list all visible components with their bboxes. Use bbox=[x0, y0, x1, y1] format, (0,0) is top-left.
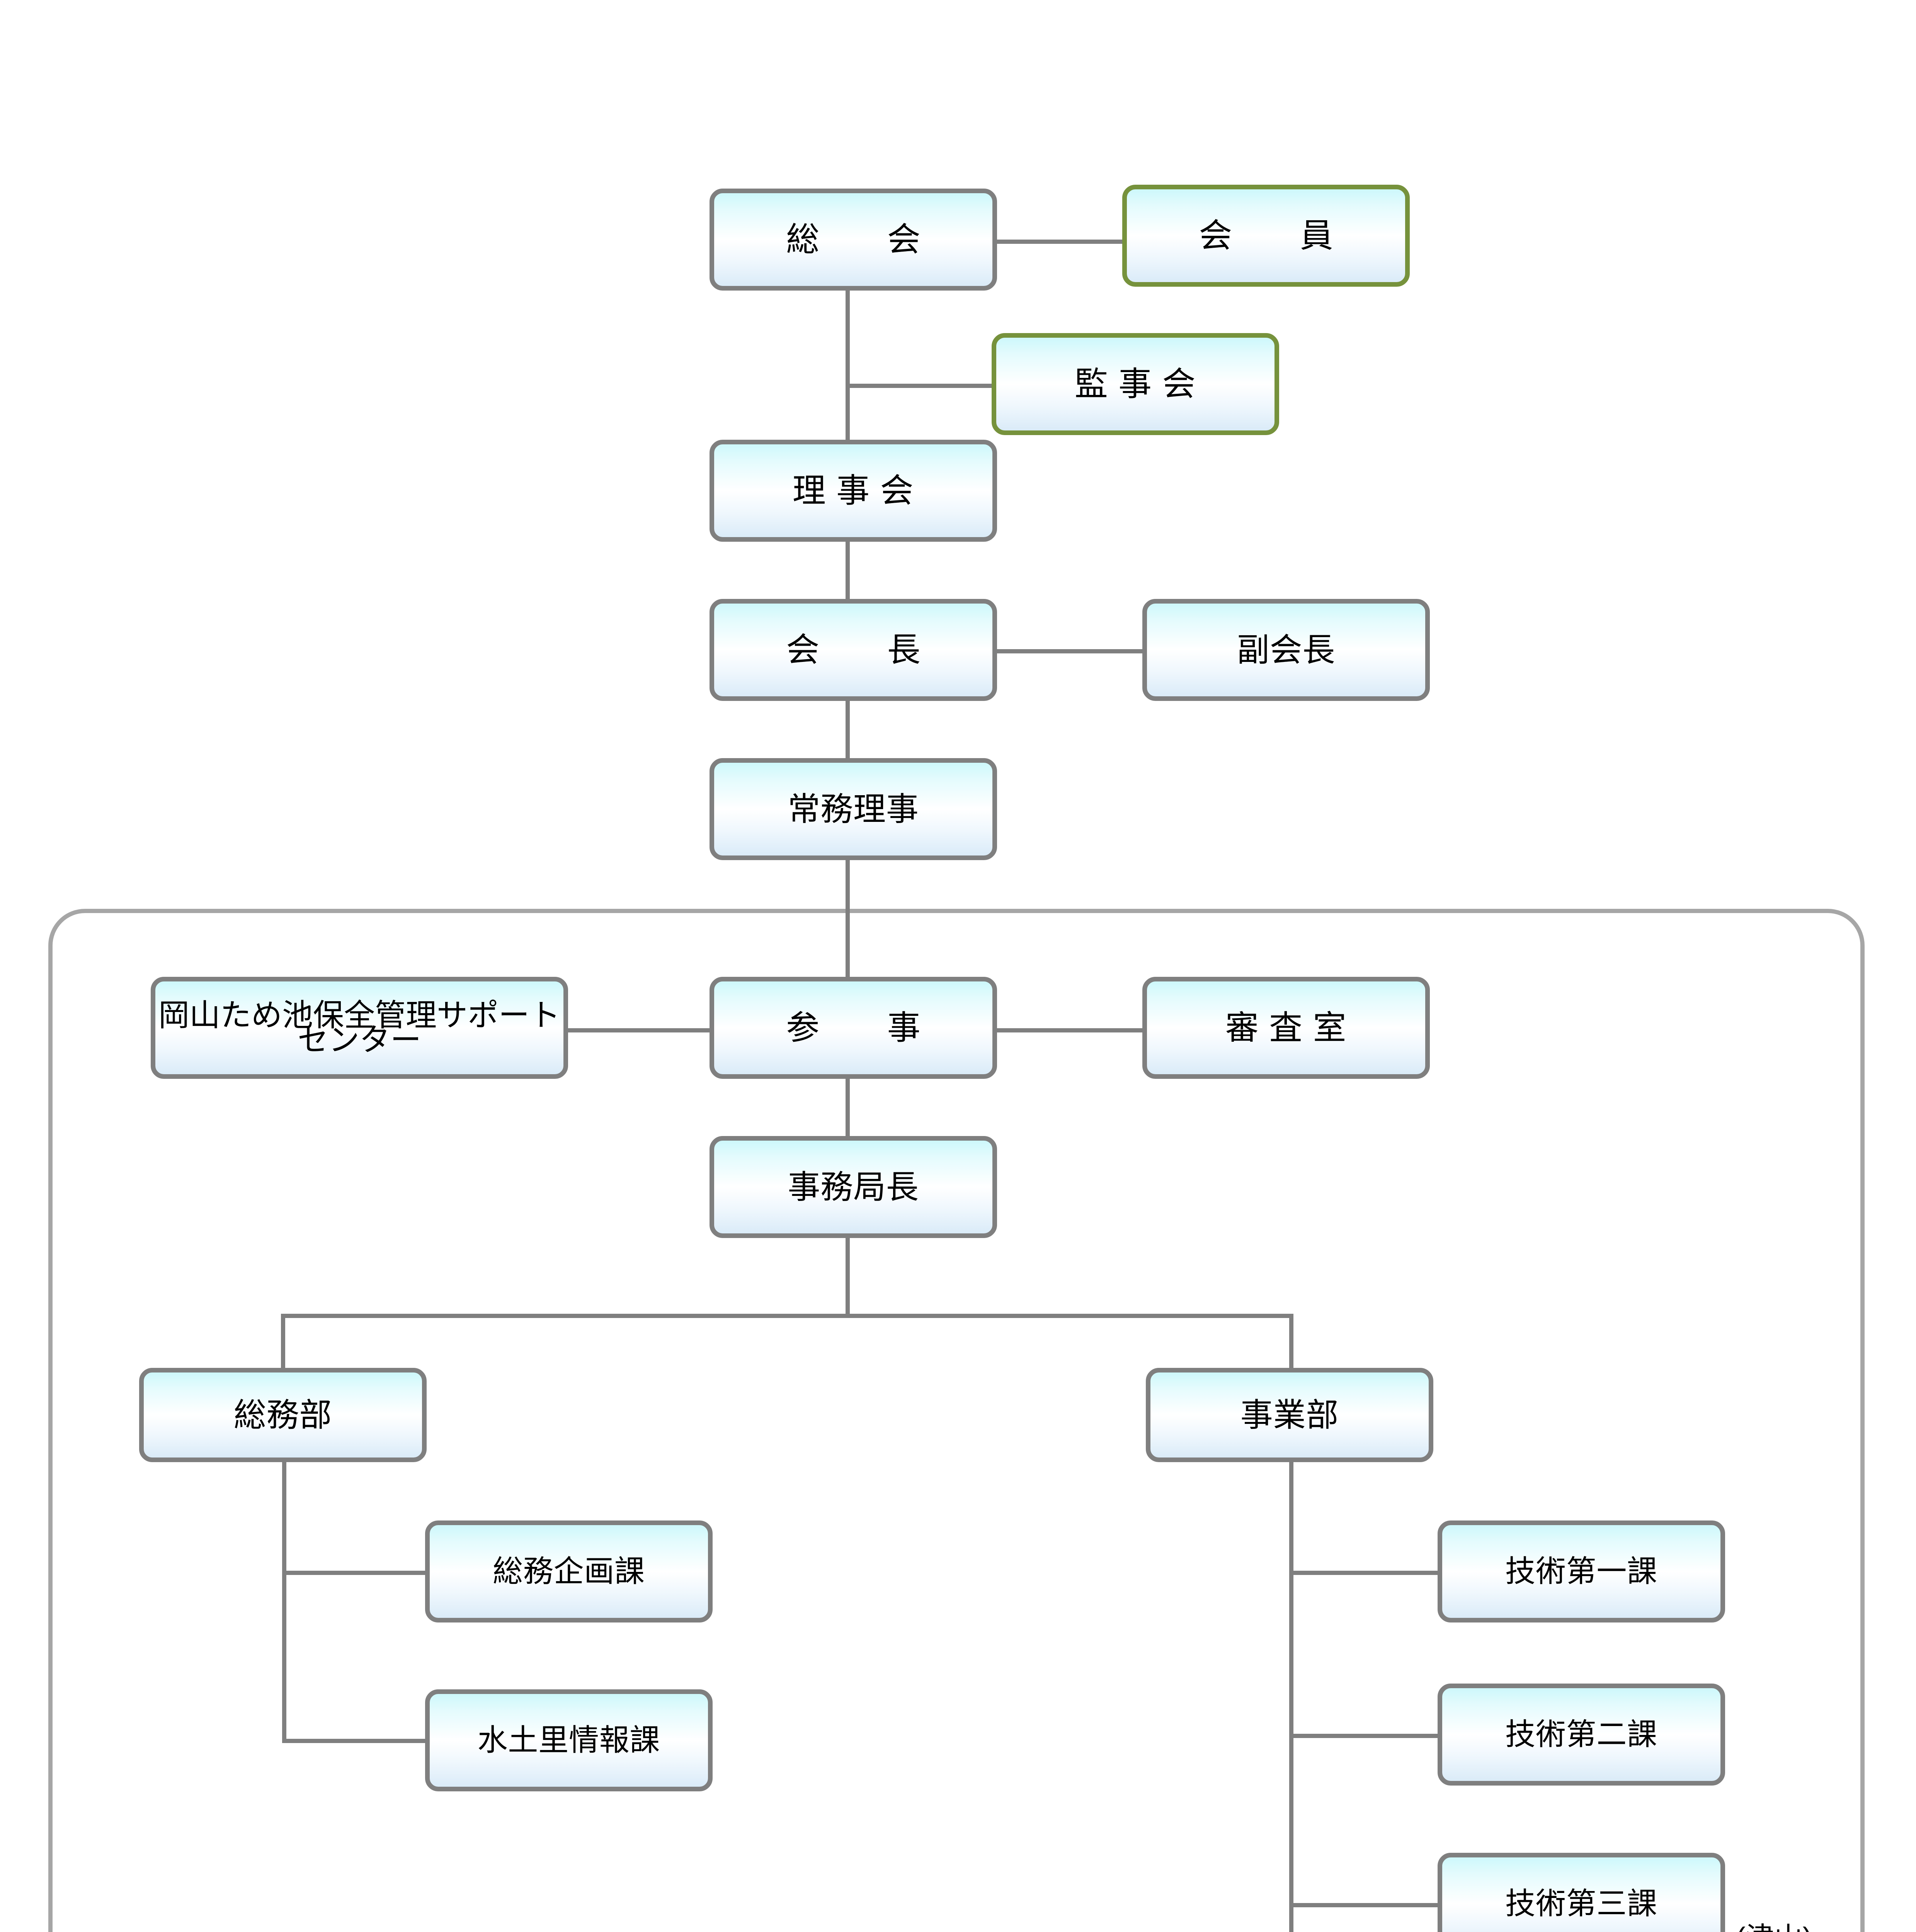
node-technical-div-2-label: 技術第二課 bbox=[1505, 1717, 1657, 1752]
node-board-of-directors-label: 理 事 会 bbox=[792, 472, 914, 509]
connector-counselor-to-examination-office bbox=[996, 1028, 1143, 1032]
node-vice-president[interactable]: 副会長 bbox=[1142, 599, 1430, 701]
node-president[interactable]: 会 長 bbox=[710, 599, 997, 701]
connector-counselor-to-secretary-general bbox=[846, 1078, 850, 1148]
connector-assembly-down bbox=[846, 289, 850, 451]
node-technical-div-3-label: 技術第三課 bbox=[1505, 1886, 1657, 1921]
node-president-label: 会 長 bbox=[786, 631, 938, 668]
connector-president-to-managing-director bbox=[846, 699, 850, 769]
connector-bus-to-general-affairs-dept bbox=[281, 1314, 285, 1372]
node-members-label: 会 員 bbox=[1199, 217, 1351, 254]
node-mizudori-information-div-label: 水土里情報課 bbox=[477, 1723, 660, 1757]
node-general-affairs-dept-label: 総務部 bbox=[233, 1396, 332, 1433]
node-board-of-directors[interactable]: 理 事 会 bbox=[710, 440, 997, 542]
node-secretary-general[interactable]: 事務局長 bbox=[710, 1136, 997, 1238]
node-general-affairs-dept[interactable]: 総務部 bbox=[139, 1368, 427, 1462]
node-vice-president-label: 副会長 bbox=[1237, 631, 1336, 668]
node-counselor[interactable]: 参 事 bbox=[710, 977, 997, 1079]
node-technical-div-1[interactable]: 技術第一課 bbox=[1438, 1520, 1725, 1622]
connector-secretary-general-down bbox=[846, 1236, 850, 1318]
connector-general-affairs-spine bbox=[282, 1461, 286, 1743]
node-support-center-label: 岡山ため池保全管理サポートセンター bbox=[158, 998, 560, 1057]
node-general-affairs-planning-div[interactable]: 総務企画課 bbox=[425, 1520, 713, 1622]
node-general-affairs-planning-div-label: 総務企画課 bbox=[493, 1554, 645, 1588]
node-technical-div-2[interactable]: 技術第二課 bbox=[1438, 1684, 1725, 1786]
connector-to-technical-div-2 bbox=[1289, 1734, 1440, 1738]
node-general-assembly-label: 総 会 bbox=[786, 221, 938, 258]
connector-directors-to-president bbox=[846, 540, 850, 610]
connector-business-dept-spine bbox=[1289, 1461, 1293, 1932]
node-mizudori-information-div[interactable]: 水土里情報課 bbox=[425, 1689, 713, 1791]
node-counselor-label: 参 事 bbox=[786, 1009, 938, 1046]
connector-bus-to-business-dept bbox=[1289, 1314, 1293, 1372]
node-managing-director[interactable]: 常務理事 bbox=[710, 758, 997, 860]
secretariat-group-container bbox=[48, 909, 1865, 1932]
node-board-of-auditors-label: 監 事 会 bbox=[1074, 365, 1196, 403]
connector-to-technical-div-3 bbox=[1289, 1903, 1440, 1907]
connector-president-to-vicepresident bbox=[996, 649, 1143, 653]
technical-div-3-location-note: (津山) bbox=[1736, 1915, 1812, 1932]
node-examination-office[interactable]: 審 査 室 bbox=[1142, 977, 1430, 1079]
node-members[interactable]: 会 員 bbox=[1122, 185, 1410, 287]
connector-to-technical-div-1 bbox=[1289, 1571, 1440, 1575]
node-board-of-auditors[interactable]: 監 事 会 bbox=[992, 333, 1279, 435]
node-technical-div-1-label: 技術第一課 bbox=[1505, 1554, 1657, 1588]
node-support-center[interactable]: 岡山ため池保全管理サポートセンター bbox=[151, 977, 568, 1079]
connector-managing-director-to-counselor bbox=[846, 859, 850, 986]
node-examination-office-label: 審 査 室 bbox=[1225, 1009, 1347, 1046]
node-secretary-general-label: 事務局長 bbox=[788, 1168, 919, 1205]
connector-assembly-to-members bbox=[996, 240, 1124, 244]
node-business-dept[interactable]: 事業部 bbox=[1146, 1368, 1433, 1462]
connector-assembly-to-auditors bbox=[846, 384, 992, 388]
connector-to-mizudori-information bbox=[282, 1739, 427, 1743]
connector-counselor-to-support-center bbox=[568, 1028, 713, 1032]
connector-to-general-affairs-planning bbox=[282, 1571, 427, 1575]
node-managing-director-label: 常務理事 bbox=[788, 791, 919, 827]
node-business-dept-label: 事業部 bbox=[1240, 1396, 1339, 1433]
node-technical-div-3[interactable]: 技術第三課 bbox=[1438, 1853, 1725, 1932]
node-general-assembly[interactable]: 総 会 bbox=[710, 189, 997, 291]
connector-departments-bus bbox=[281, 1314, 1293, 1318]
